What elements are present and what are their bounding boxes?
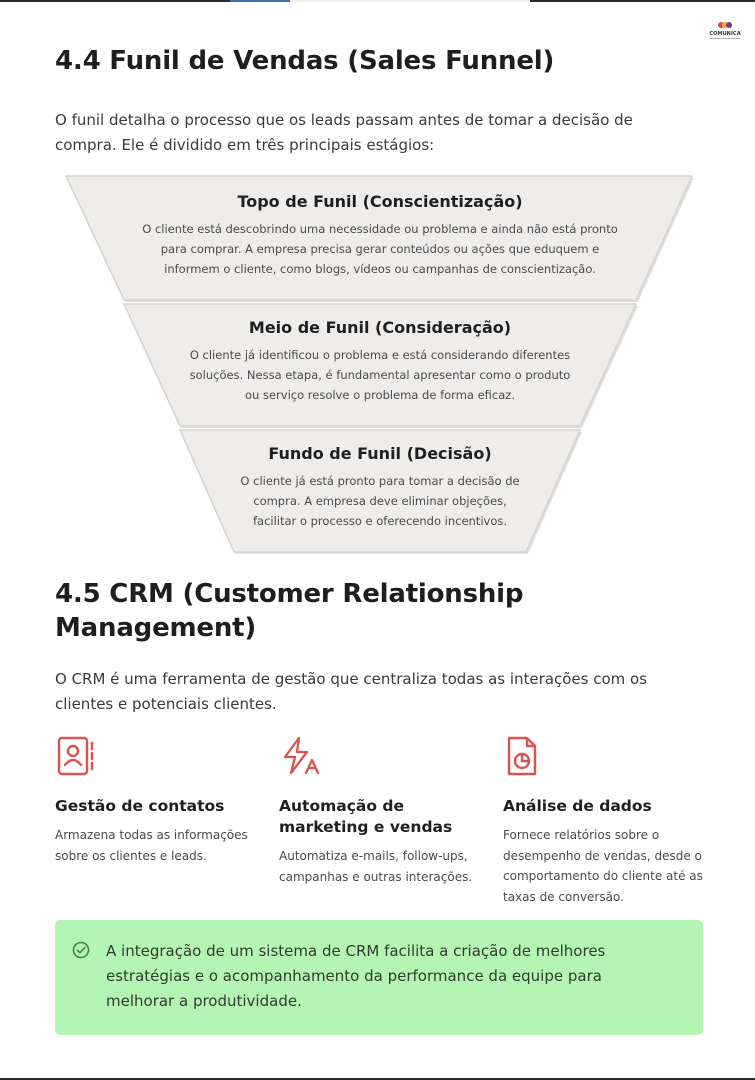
stage-title: Meio de Funil (Consideração) (248, 318, 512, 337)
stage-title: Topo de Funil (Conscientização) (237, 192, 523, 211)
feature-analytics: Análise de dados Fornece relatórios sobr… (503, 735, 708, 907)
check-circle-icon (72, 941, 90, 959)
funnel-intro: O funil detalha o processo que os leads … (55, 111, 633, 154)
funnel-stage-top: Topo de Funil (Conscientização) O client… (100, 192, 660, 279)
funnel-stage-bottom: Fundo de Funil (Decisão) O cliente já es… (210, 444, 550, 531)
funnel-shape (64, 175, 694, 554)
lightning-automation-icon (283, 736, 320, 775)
feature-title: Análise de dados (503, 797, 652, 815)
report-chart-icon (507, 736, 537, 776)
crm-callout: A integração de um sistema de CRM facili… (55, 920, 703, 1035)
bottom-border (0, 1078, 755, 1080)
section-title-funnel: 4.4 Funil de Vendas (Sales Funnel) (55, 46, 555, 76)
sales-funnel: Topo de Funil (Conscientização) O client… (60, 170, 700, 560)
feature-description: Fornece relatórios sobre o desempenho de… (503, 828, 703, 904)
top-border (0, 0, 755, 2)
feature-description: Automatiza e-mails, follow-ups, campanha… (279, 849, 473, 884)
feature-title: Gestão de contatos (55, 797, 225, 815)
funnel-stage-middle: Meio de Funil (Consideração) O cliente j… (160, 318, 600, 405)
crm-intro: O CRM é uma ferramenta de gestão que cen… (55, 670, 648, 713)
stage-description: O cliente já identificou o problema e es… (189, 348, 571, 402)
stage-description: O cliente já está pronto para tomar a de… (240, 474, 520, 528)
feature-automation: Automação de marketing e vendas Automati… (279, 735, 484, 887)
contact-book-icon (57, 736, 94, 776)
feature-title: Automação de marketing e vendas (279, 797, 453, 836)
callout-text: A integração de um sistema de CRM facili… (106, 942, 606, 1010)
feature-contacts: Gestão de contatos Armazena todas as inf… (55, 735, 260, 866)
comunica-logo: COMUNICA (706, 22, 744, 39)
feature-description: Armazena todas as informações sobre os c… (55, 828, 248, 863)
stage-title: Fundo de Funil (Decisão) (268, 444, 492, 463)
logo-mark-icon (718, 22, 732, 30)
stage-description: O cliente está descobrindo uma necessida… (142, 222, 618, 276)
